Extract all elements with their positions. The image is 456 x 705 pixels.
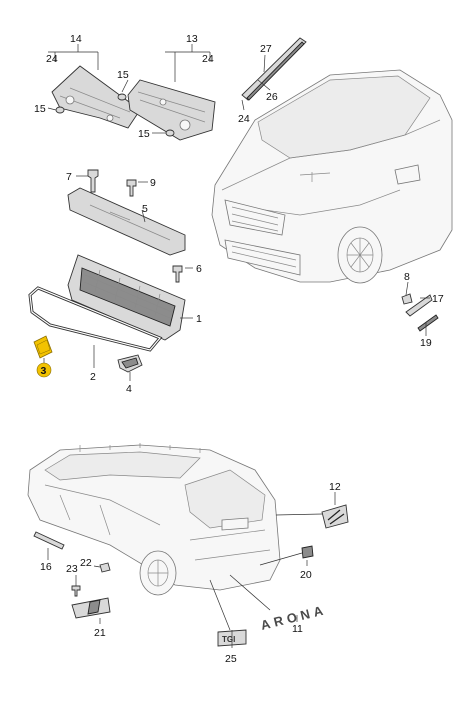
callout-8: 8 [404, 271, 410, 283]
callout-25: 25 [225, 653, 237, 665]
main-grille-part [67, 254, 186, 341]
callout-27: 27 [260, 43, 272, 55]
cowl-panel-right [127, 79, 216, 141]
top-callouts: 14 24 13 24 15 15 15 27 26 24 7 9 5 6 1 … [34, 33, 444, 395]
emblem-part-12 [321, 504, 349, 529]
callout-3: 3 [41, 365, 47, 377]
callout-9: 9 [150, 177, 156, 189]
bottom-leader-lines [47, 492, 336, 648]
fastener-parts [71, 562, 111, 597]
callout-24-left: 24 [46, 53, 58, 65]
rear-car-body [27, 443, 281, 596]
callout-6: 6 [196, 263, 202, 275]
callout-17: 17 [432, 293, 444, 305]
rear-badge-part-21 [71, 597, 111, 619]
callout-14: 14 [70, 33, 82, 45]
bottom-callouts: 12 20 11 25 16 22 23 21 [40, 481, 341, 665]
upper-bracket-part [67, 187, 186, 256]
callout-21: 21 [94, 627, 106, 639]
front-car-body [211, 69, 453, 284]
callout-7: 7 [66, 171, 72, 183]
callout-3-badge: 3 [36, 362, 52, 378]
callout-22: 22 [80, 557, 92, 569]
screw-parts [87, 169, 183, 283]
roof-trim-part [241, 37, 307, 101]
callout-15-bottom: 15 [138, 128, 150, 140]
callout-15-left: 15 [34, 103, 46, 115]
callout-23: 23 [66, 563, 78, 575]
callout-2: 2 [90, 371, 96, 383]
callout-24-right: 24 [238, 113, 250, 125]
side-trim-strip [33, 531, 65, 550]
grille-surround-part [28, 286, 163, 352]
emblem-bracket-part [117, 354, 143, 373]
top-leader-lines [43, 44, 430, 381]
callout-12: 12 [329, 481, 341, 493]
callout-20: 20 [300, 569, 312, 581]
callout-4: 4 [126, 383, 132, 395]
callout-5: 5 [142, 203, 148, 215]
callout-15-top: 15 [117, 69, 129, 81]
callout-1: 1 [196, 313, 202, 325]
callout-24-mid: 24 [202, 53, 214, 65]
highlighted-part-3 [33, 335, 53, 359]
callout-19: 19 [420, 337, 432, 349]
callout-26: 26 [266, 91, 278, 103]
badge-part-20 [301, 545, 314, 559]
side-trim-parts [401, 293, 439, 332]
callout-13: 13 [186, 33, 198, 45]
callout-11: 11 [292, 623, 303, 635]
model-badge-text: TGI [222, 635, 235, 644]
callout-16: 16 [40, 561, 52, 573]
